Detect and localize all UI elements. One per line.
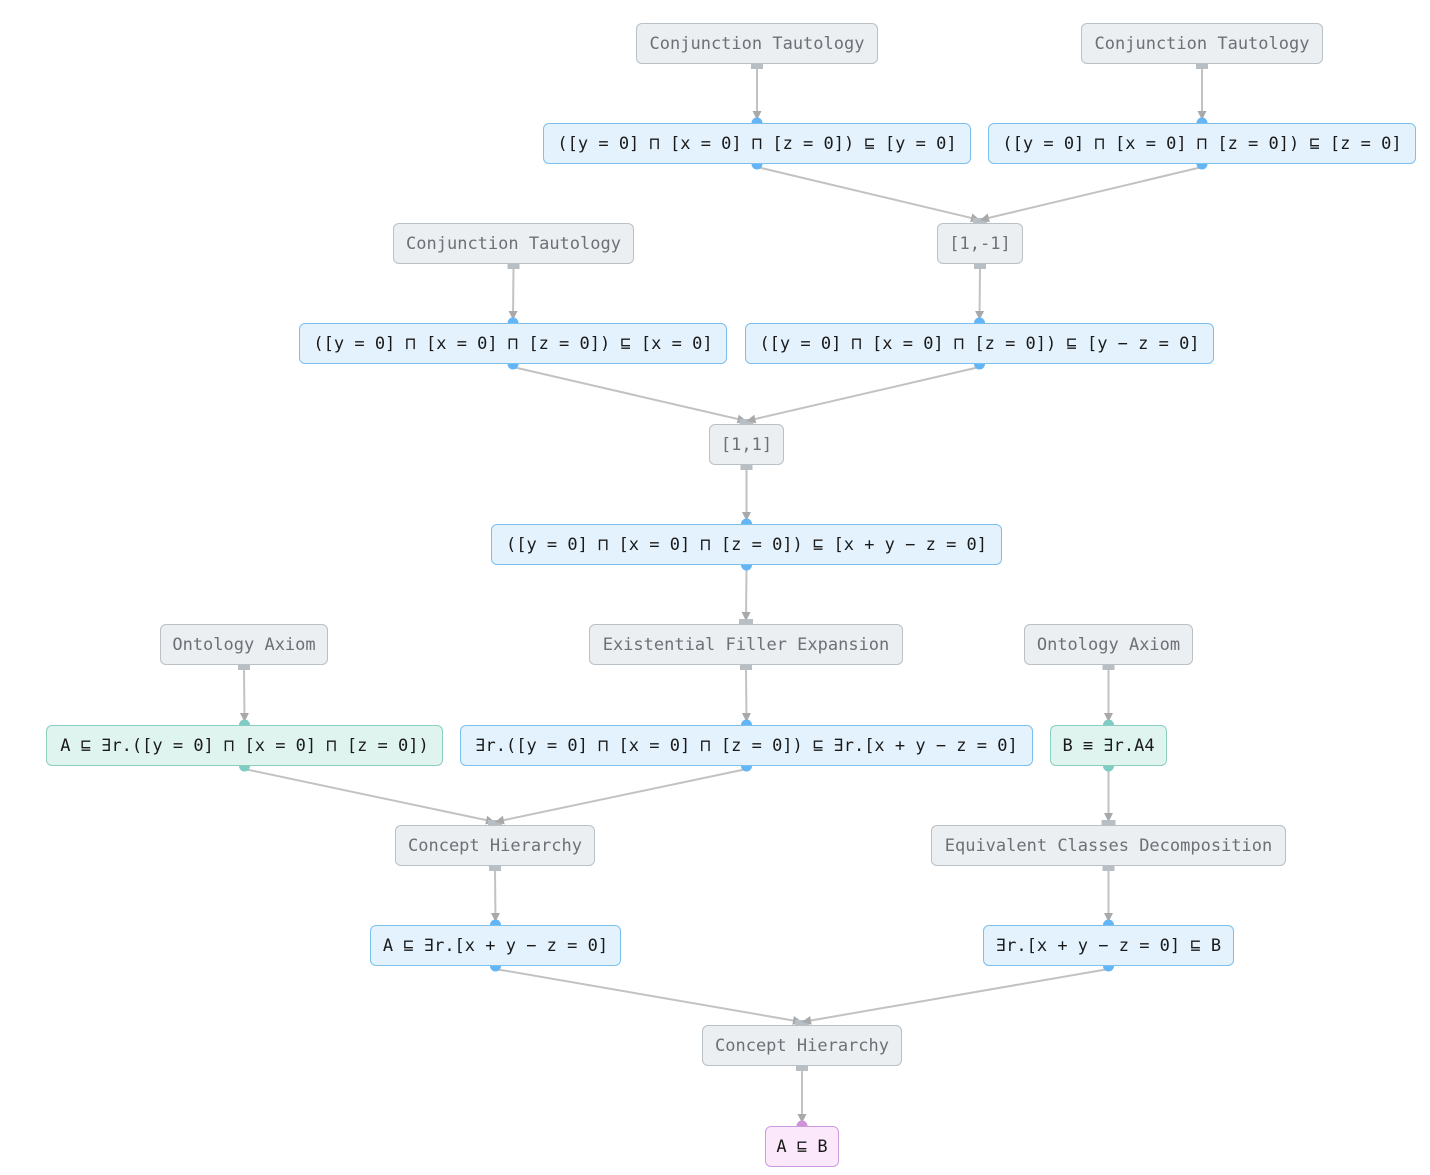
existential-filler-expansion-rule[interactable]: Existential Filler Expansion (589, 624, 903, 665)
edge-line (512, 366, 738, 420)
edge-arrowhead (1104, 913, 1113, 922)
source-port (740, 664, 752, 670)
edge-arrowhead (495, 815, 505, 825)
edge-arrowhead (980, 213, 990, 223)
concept-hierarchy-rule-1[interactable]: Concept Hierarchy (395, 825, 595, 866)
linear-combination-rule-2[interactable]: [1,1] (709, 424, 784, 465)
edge-arrowhead (1197, 111, 1207, 120)
target-port (1101, 820, 1116, 826)
concept-hierarchy-rule-2[interactable]: Concept Hierarchy (702, 1025, 902, 1066)
conjunction-tautology-rule-3[interactable]: Conjunction Tautology (393, 223, 634, 264)
statement-z-equals-zero[interactable]: ([y = 0] ⊓ [x = 0] ⊓ [z = 0]) ⊑ [z = 0] (988, 123, 1416, 164)
edge-line (756, 166, 972, 219)
edge-arrowhead (797, 1114, 807, 1123)
edge-arrowhead (742, 512, 751, 521)
source-port (796, 1065, 808, 1071)
edge-line (495, 968, 794, 1022)
source-port (489, 865, 501, 871)
edge-line (988, 166, 1203, 219)
target-port (739, 619, 753, 625)
edge-arrowhead (1104, 813, 1113, 822)
source-port (974, 263, 986, 269)
edge-arrowhead (239, 712, 249, 722)
edge-arrowhead (1104, 713, 1113, 722)
target-port (795, 1020, 809, 1026)
edge-line (755, 366, 980, 420)
edge-arrowhead (508, 310, 518, 320)
edge-arrowhead (802, 1016, 812, 1025)
edge-line (810, 968, 1109, 1022)
source-port (1102, 865, 1115, 871)
source-port (238, 664, 250, 670)
statement-existential-expansion[interactable]: ∃r.([y = 0] ⊓ [x = 0] ⊓ [z = 0]) ⊑ ∃r.[x… (460, 725, 1033, 766)
statement-b-subsumes[interactable]: ∃r.[x + y − z = 0] ⊑ B (983, 925, 1234, 966)
edge-arrowhead (741, 611, 751, 621)
target-port (488, 820, 502, 826)
ontology-axiom-rule-2[interactable]: Ontology Axiom (1024, 624, 1193, 665)
source-port (1196, 63, 1208, 69)
goal-statement[interactable]: A ⊑ B (765, 1126, 839, 1167)
statement-a-subsumed[interactable]: A ⊑ ∃r.[x + y − z = 0] (370, 925, 621, 966)
edge-arrowhead (975, 310, 985, 320)
statement-x-equals-zero[interactable]: ([y = 0] ⊓ [x = 0] ⊓ [z = 0]) ⊑ [x = 0] (299, 323, 727, 364)
edge-arrowhead (746, 414, 757, 424)
statement-y-minus-z[interactable]: ([y = 0] ⊓ [x = 0] ⊓ [z = 0]) ⊑ [y − z =… (745, 323, 1214, 364)
edge-line (244, 768, 487, 822)
statement-x-plus-y-minus-z[interactable]: ([y = 0] ⊓ [x = 0] ⊓ [z = 0]) ⊑ [x + y −… (491, 524, 1002, 565)
source-port (507, 263, 520, 269)
equivalent-classes-decomposition-rule[interactable]: Equivalent Classes Decomposition (931, 825, 1286, 866)
conjunction-tautology-rule-1[interactable]: Conjunction Tautology (636, 23, 878, 64)
edge-arrowhead (752, 111, 762, 120)
target-port (739, 419, 754, 425)
edge-arrowhead (490, 912, 500, 922)
source-port (751, 63, 763, 69)
linear-combination-rule-1[interactable]: [1,-1] (937, 223, 1023, 264)
edge-arrowhead (741, 712, 751, 722)
ontology-axiom-rule-1[interactable]: Ontology Axiom (160, 624, 328, 665)
source-port (1102, 664, 1115, 670)
statement-y-equals-zero[interactable]: ([y = 0] ⊓ [x = 0] ⊓ [z = 0]) ⊑ [y = 0] (543, 123, 971, 164)
axiom-a-subsumption[interactable]: A ⊑ ∃r.([y = 0] ⊓ [x = 0] ⊓ [z = 0]) (46, 725, 443, 766)
source-port (740, 464, 753, 470)
target-port (973, 218, 987, 224)
axiom-b-equivalence[interactable]: B ≡ ∃r.A4 (1050, 725, 1167, 766)
conjunction-tautology-rule-2[interactable]: Conjunction Tautology (1081, 23, 1323, 64)
edge-line (503, 768, 747, 822)
